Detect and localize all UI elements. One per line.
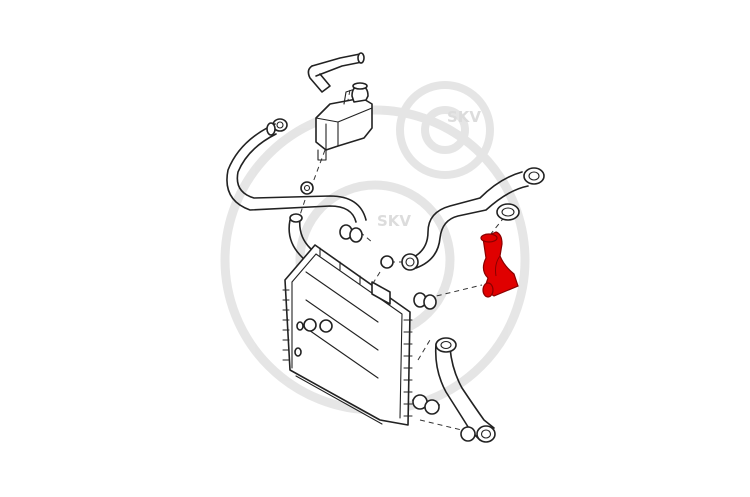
radiator-hose-body xyxy=(482,231,519,297)
watermark-gear-small xyxy=(396,81,494,179)
hose-upper-right xyxy=(411,167,545,269)
clamp-radiator-left xyxy=(303,318,333,333)
expansion-tank xyxy=(315,82,373,161)
clamp-bottom xyxy=(460,426,476,442)
watermark-text-top: SKV xyxy=(447,108,481,126)
clamp-hose-upper-right xyxy=(380,253,419,271)
hose-lower-right xyxy=(434,337,496,443)
clamp-middle-right xyxy=(413,292,437,310)
radiator-hose-lower-end xyxy=(482,282,494,298)
radiator xyxy=(282,244,413,426)
clamp-loose-right xyxy=(496,203,520,221)
bypass-hose-upper xyxy=(226,122,367,223)
radiator-fin-ticks xyxy=(282,289,413,417)
radiator-hose-upper-end xyxy=(480,233,498,243)
clamp-lower-right xyxy=(412,394,440,415)
watermark-text-middle: SKV xyxy=(377,212,411,230)
radiator-hose-highlighted xyxy=(480,231,519,298)
clamp-tank-bottom xyxy=(300,181,314,195)
vent-hose-top xyxy=(307,52,365,93)
radiator-bottom-fittings xyxy=(294,321,304,357)
clamp-upper-right xyxy=(339,224,363,243)
